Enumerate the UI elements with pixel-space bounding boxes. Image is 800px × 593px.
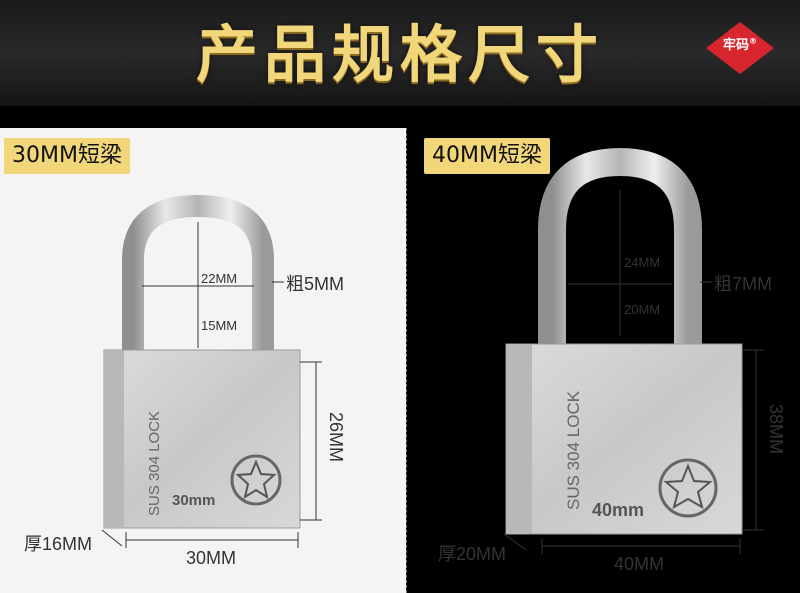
left-body-depth-label: 厚16MM — [24, 534, 93, 554]
right-body-height-label: 38MM — [766, 404, 786, 455]
left-shackle-thickness-label: 粗5MM — [286, 274, 344, 294]
left-shackle-width-label: 22MM — [201, 271, 238, 286]
left-engraving-vertical: SUS 304 LOCK — [146, 410, 163, 516]
right-body-width-label: 40MM — [614, 554, 665, 574]
brand-logo-icon — [706, 22, 774, 74]
right-body-depth-label: 厚20MM — [438, 544, 507, 564]
panel-divider — [406, 128, 407, 593]
right-engraving-vertical: SUS 304 LOCK — [564, 390, 583, 510]
right-shackle-thickness-label: 粗7MM — [714, 274, 772, 294]
left-size-tag: 30MM短梁 — [4, 138, 130, 174]
left-body-width-label: 30MM — [186, 548, 237, 568]
page-title: 产品规格尺寸 — [195, 18, 604, 91]
right-engraving-size: 40mm — [592, 500, 645, 520]
right-size-tag: 40MM短梁 — [424, 138, 550, 174]
left-body-height-label: 26MM — [326, 412, 346, 463]
right-shackle-height-label: 20MM — [624, 302, 661, 317]
left-shackle-height-label: 15MM — [201, 318, 238, 333]
left-engraving-size: 30mm — [172, 492, 216, 509]
header-bar — [0, 0, 800, 106]
right-shackle-width-label: 24MM — [624, 255, 661, 270]
brand-logo-text: 牢码® — [722, 36, 757, 53]
